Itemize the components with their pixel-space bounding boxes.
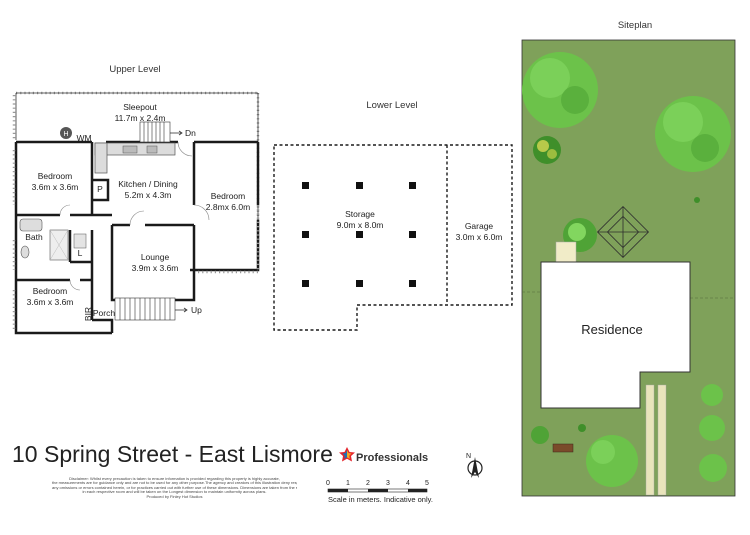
sleepout-name: Sleepout: [123, 102, 157, 112]
scale-caption: Scale in meters. Indicative only.: [328, 495, 433, 504]
stairs-up-label: Up: [191, 305, 202, 315]
bush: [578, 424, 586, 432]
stairs-down-label: Dn: [185, 128, 196, 138]
storage-posts: [302, 182, 416, 287]
scale-tick-label: 0: [326, 480, 330, 487]
lounge-size: 3.9m x 3.6m: [132, 263, 179, 273]
siteplan-heading: Siteplan: [618, 20, 652, 31]
storage-name: Storage: [345, 209, 375, 219]
hot-water-label: H: [63, 131, 68, 138]
sleepout-size: 11.7m x 2.4m: [115, 113, 166, 123]
tree: [655, 96, 731, 172]
garden-bed: [552, 443, 574, 453]
brand-label: Professionals: [356, 452, 428, 464]
north-arrow-icon: N: [466, 453, 483, 478]
tree: [586, 435, 638, 487]
bir-label: BIR: [83, 307, 93, 321]
shrub: [699, 454, 727, 482]
professionals-logo: Professionals: [339, 447, 428, 464]
shrub: [533, 136, 561, 164]
property-title: 10 Spring Street - East Lismore: [12, 441, 333, 467]
scale-tick-label: 4: [406, 480, 410, 487]
bedroom-sw-name: Bedroom: [33, 286, 68, 296]
shrub: [701, 384, 723, 406]
step-pad: [555, 241, 577, 263]
driveway: [645, 384, 667, 496]
wm-label: WM: [76, 133, 91, 143]
bush: [694, 197, 700, 203]
porch-label: Porch: [93, 308, 115, 318]
garage-size: 3.0m x 6.0m: [456, 232, 503, 242]
kitchen-name: Kitchen / Dining: [118, 179, 178, 189]
disclaimer-line: Disclaimer: Whilst every precaution is t…: [69, 477, 280, 481]
scale-tick-label: 2: [366, 480, 370, 487]
upper-level-plan: H: [12, 91, 260, 335]
scale-tick-label: 3: [386, 480, 390, 487]
north-label: N: [466, 453, 471, 460]
shrub: [531, 426, 549, 444]
lower-level-plan: [273, 144, 513, 331]
pantry-label: P: [97, 184, 103, 194]
lower-level-heading: Lower Level: [366, 100, 417, 111]
bedroom-nw-name: Bedroom: [38, 171, 73, 181]
bedroom-nw-size: 3.6m x 3.6m: [32, 182, 79, 192]
shrub: [699, 415, 725, 441]
bedroom-sw-size: 3.6m x 3.6m: [27, 297, 74, 307]
hot-water-icon: [60, 127, 72, 139]
disclaimer-line: any omissions or errors contained herein…: [52, 485, 297, 490]
disclaimer-line: the measurements are for guidance only a…: [52, 481, 297, 486]
garage-name: Garage: [465, 221, 494, 231]
disclaimer: Disclaimer: Whilst every precaution is t…: [52, 477, 297, 499]
tree: [522, 52, 598, 128]
lounge-name: Lounge: [141, 252, 170, 262]
bath-label: Bath: [25, 232, 43, 242]
scale-tick-label: 5: [425, 480, 429, 487]
laundry-label: L: [78, 248, 83, 258]
residence-label: Residence: [581, 322, 642, 337]
trellis: [596, 205, 650, 259]
residence-footprint: [540, 261, 691, 409]
upper-level-heading: Upper Level: [109, 64, 160, 75]
disclaimer-line: in each respective room and will be take…: [82, 490, 267, 495]
bedroom-e-name: Bedroom: [211, 191, 246, 201]
scale-bar: 0 1 2 3 4 5 Scale in meters. Indicative …: [326, 480, 433, 504]
bedroom-e-size: 2.8mx 6.0m: [206, 202, 250, 212]
storage-size: 9.0m x 8.0m: [337, 220, 384, 230]
kitchen-size: 5.2m x 4.3m: [125, 190, 172, 200]
siteplan: Residence: [521, 39, 736, 497]
scale-tick-label: 1: [346, 480, 350, 487]
disclaimer-line: Produced by Finley Hot Studios: [146, 494, 203, 499]
